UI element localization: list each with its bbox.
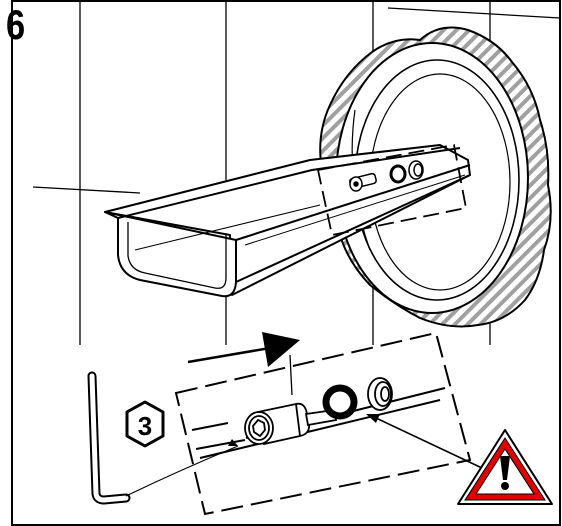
- u-channel-bracket: [104, 144, 471, 298]
- enlarged-bolt: [244, 402, 338, 446]
- allen-key-pointer-arrowhead: [228, 439, 238, 446]
- bracket-bolt-assembly: [349, 160, 424, 192]
- enlarged-o-ring: [322, 384, 358, 420]
- warning-pointer-arrowhead: [366, 414, 380, 423]
- detail-callout-box: [316, 143, 468, 237]
- step-number: 6: [6, 1, 26, 48]
- warning-pointer: [375, 417, 483, 469]
- frame-border: [11, 0, 561, 526]
- allen-key-icon: [87, 371, 131, 505]
- tool-size-label: 3: [137, 411, 153, 441]
- detail-enlarged-box: [174, 331, 472, 516]
- direction-arrow: [187, 332, 300, 367]
- warning-triangle-icon: [457, 429, 553, 505]
- tool-size-badge: [125, 400, 165, 448]
- enlarged-washer: [367, 377, 393, 411]
- arrow-stem-line: [289, 354, 293, 396]
- allen-key-pointer: [125, 445, 239, 497]
